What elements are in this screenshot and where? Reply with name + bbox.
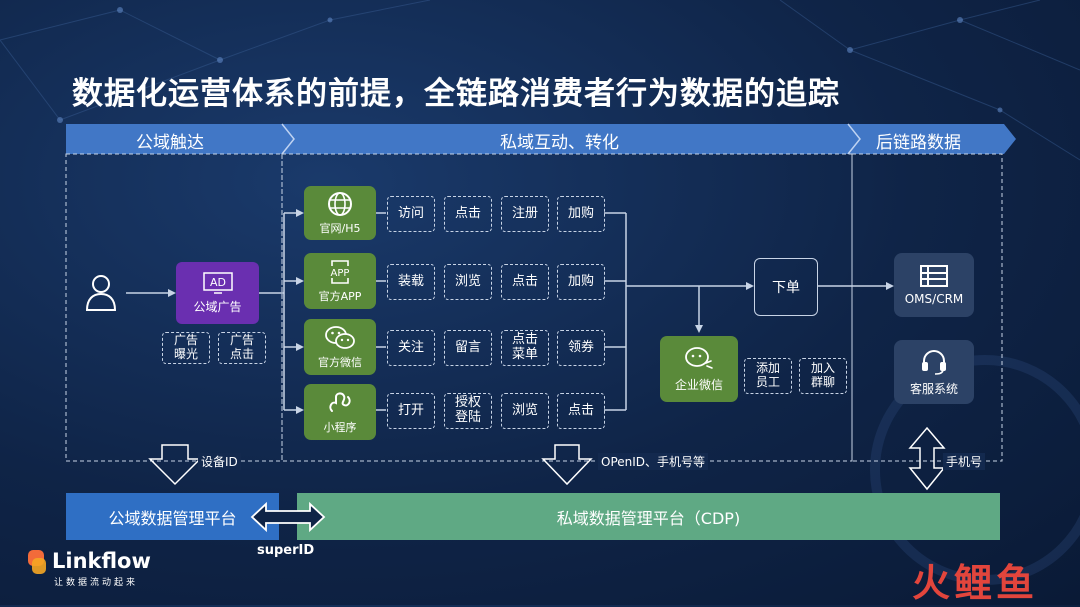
ad-impression: 广告 曝光 (162, 332, 210, 364)
device-id-label: 设备ID (198, 453, 241, 470)
channel-label: 官方微信 (318, 356, 362, 369)
action-box: 装载 (387, 264, 435, 300)
customer-service-box: 客服系统 (894, 340, 974, 404)
action-box: 点击 (501, 264, 549, 300)
service-label: 客服系统 (909, 381, 958, 396)
wecom-icon (685, 346, 713, 369)
channel-label: 官方APP (318, 290, 362, 303)
superid-label: superID (257, 543, 315, 558)
wecom-label: 企业微信 (674, 377, 723, 392)
action-box: 留言 (444, 330, 492, 366)
channel-app: APP 官方APP (304, 253, 376, 309)
wechat-icon (325, 326, 355, 349)
action-box: 关注 (387, 330, 435, 366)
logo-name: Linkflow (52, 549, 151, 573)
watermark: 火鲤鱼 (912, 561, 1039, 605)
stage-private: 私域互动、转化 (500, 133, 619, 153)
wecom-action: 添加 员工 (744, 358, 792, 394)
app-icon: APP (331, 260, 350, 284)
logo-tagline: 让数据流动起来 (54, 578, 139, 588)
oms-label: OMS/CRM (904, 292, 964, 306)
action-box: 点击 (557, 393, 605, 429)
wecom-action: 加入 群聊 (799, 358, 847, 394)
private-platform-bar: 私域数据管理平台（CDP) (297, 493, 1000, 540)
public-platform-bar: 公域数据管理平台 (66, 493, 279, 540)
superid-double-arrow (250, 501, 326, 533)
ad-icon: AD (202, 271, 233, 294)
svg-text:APP: APP (331, 268, 350, 279)
user-icon (85, 275, 117, 311)
channel-website: 官网/H5 (304, 186, 376, 240)
action-box: 点击 (444, 196, 492, 232)
action-box: 点击 菜单 (501, 330, 549, 366)
public-platform-label: 公域数据管理平台 (108, 508, 237, 528)
page-title: 数据化运营体系的前提，全链路消费者行为数据的追踪 (72, 76, 840, 112)
action-box: 浏览 (501, 393, 549, 429)
private-platform-label: 私域数据管理平台（CDP) (556, 508, 741, 528)
channel-label: 小程序 (323, 421, 357, 434)
channel-miniprogram: 小程序 (304, 384, 376, 440)
globe-icon (328, 192, 352, 216)
public-ad-label: 公域广告 (193, 299, 242, 314)
list-icon (920, 265, 948, 287)
channel-wechat: 官方微信 (304, 319, 376, 375)
openid-label: OPenID、手机号等 (598, 453, 709, 470)
action-box: 注册 (501, 196, 549, 232)
order-box: 下单 (754, 258, 818, 316)
svg-text:AD: AD (210, 276, 226, 289)
action-box: 加购 (557, 264, 605, 300)
action-box: 打开 (387, 393, 435, 429)
action-box: 领券 (557, 330, 605, 366)
action-box: 加购 (557, 196, 605, 232)
phone-label: 手机号 (943, 453, 986, 470)
miniprogram-icon (329, 392, 351, 412)
action-box: 浏览 (444, 264, 492, 300)
stage-public: 公域触达 (136, 133, 204, 153)
public-ad-box: AD 公域广告 (176, 262, 259, 324)
ad-click: 广告 点击 (218, 332, 266, 364)
action-box: 访问 (387, 196, 435, 232)
headset-icon (922, 349, 946, 375)
stage-post: 后链路数据 (876, 133, 961, 153)
wecom-box: 企业微信 (660, 336, 738, 402)
action-box: 授权 登陆 (444, 393, 492, 429)
channel-label: 官网/H5 (319, 222, 361, 235)
linkflow-logo-icon (28, 550, 46, 574)
oms-crm-box: OMS/CRM (894, 253, 974, 317)
